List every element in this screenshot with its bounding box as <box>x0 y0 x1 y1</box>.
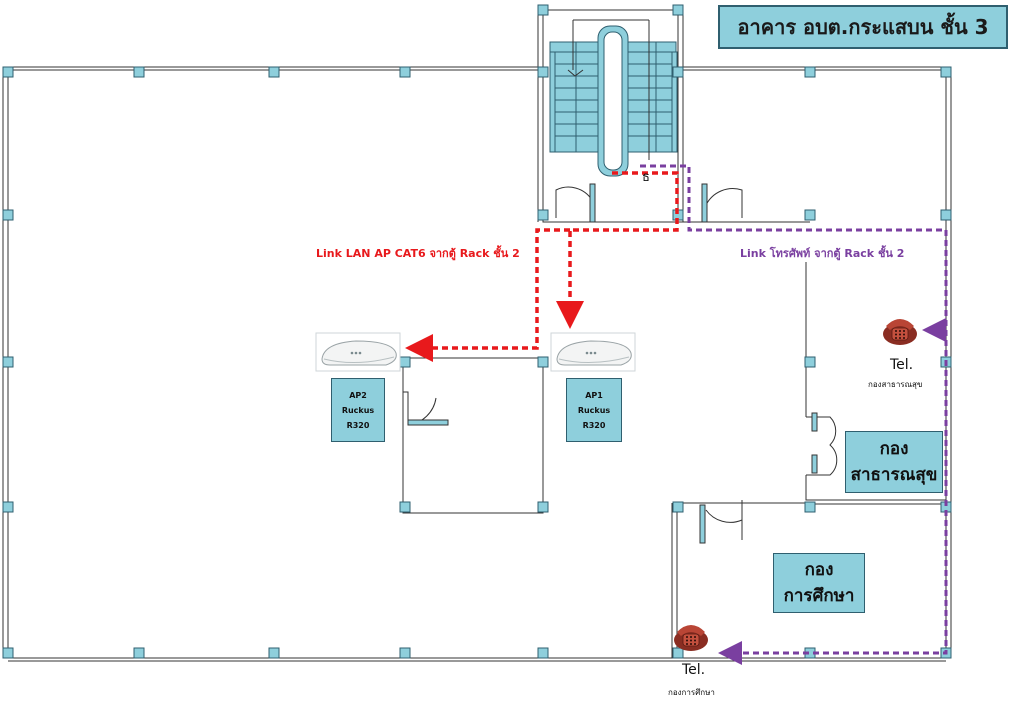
tel-room-label: กองการศึกษา <box>668 688 715 697</box>
ap1-device-icon <box>550 332 636 372</box>
ap-name: AP1 <box>585 390 603 400</box>
ap-model: R320 <box>346 420 370 430</box>
room-label-line2: สาธารณสุข <box>850 465 938 485</box>
phone-icon <box>882 318 918 346</box>
ap2-device-icon <box>315 332 401 372</box>
room-label-line2: การศึกษา <box>783 586 855 606</box>
ap2-label: AP2 Ruckus R320 <box>331 378 385 442</box>
center-room <box>402 357 544 514</box>
phone-icon <box>673 624 709 652</box>
room-public-health: กอง สาธารณสุข <box>845 431 943 493</box>
room-label-line1: กอง <box>879 439 909 459</box>
ap-brand: Ruckus <box>577 405 611 415</box>
phone-link-label: Link โทรศัพท์ จากตู้ Rack ชั้น 2 <box>740 247 905 260</box>
ap1-label: AP1 Ruckus R320 <box>566 378 622 442</box>
lan-link-label: Link LAN AP CAT6 จากตู้ Rack ชั้น 2 <box>316 247 520 260</box>
tel-label: Tel. <box>682 662 706 678</box>
ap-model: R320 <box>582 420 606 430</box>
staircase <box>549 19 678 177</box>
ap-name: AP2 <box>349 390 367 400</box>
tel-label: Tel. <box>890 357 914 373</box>
phone-link-path <box>640 164 948 665</box>
tel-room-label: กองสาธารณสุข <box>868 380 923 389</box>
page-title: อาคาร อบต.กระแสบน ชั้น 3 <box>718 5 1008 49</box>
ap-brand: Ruckus <box>341 405 375 415</box>
stair-label: ธ <box>642 170 650 185</box>
outer-wall <box>7 66 947 659</box>
room-education: กอง การศึกษา <box>773 553 865 613</box>
lan-link-path <box>405 171 679 362</box>
room-label-line1: กอง <box>804 560 834 580</box>
